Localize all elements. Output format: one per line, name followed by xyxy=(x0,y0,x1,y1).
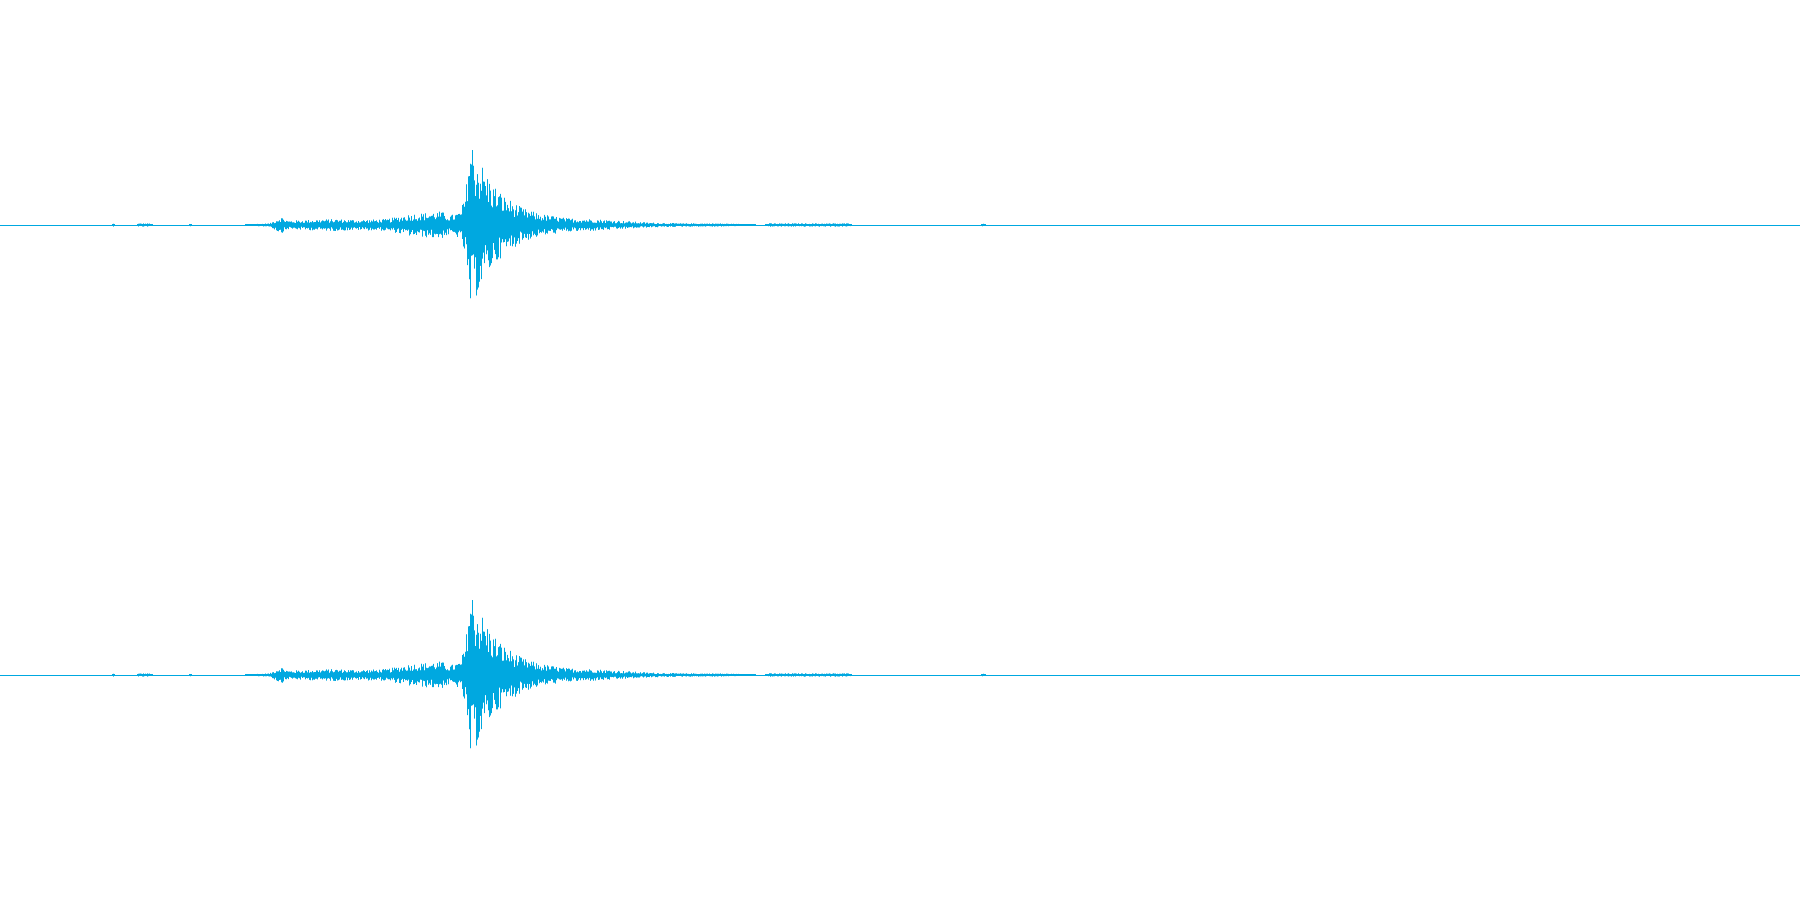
channel-2 xyxy=(0,600,1800,749)
waveform-path xyxy=(112,600,986,749)
channel-1 xyxy=(0,150,1800,299)
waveform-path xyxy=(112,150,986,299)
